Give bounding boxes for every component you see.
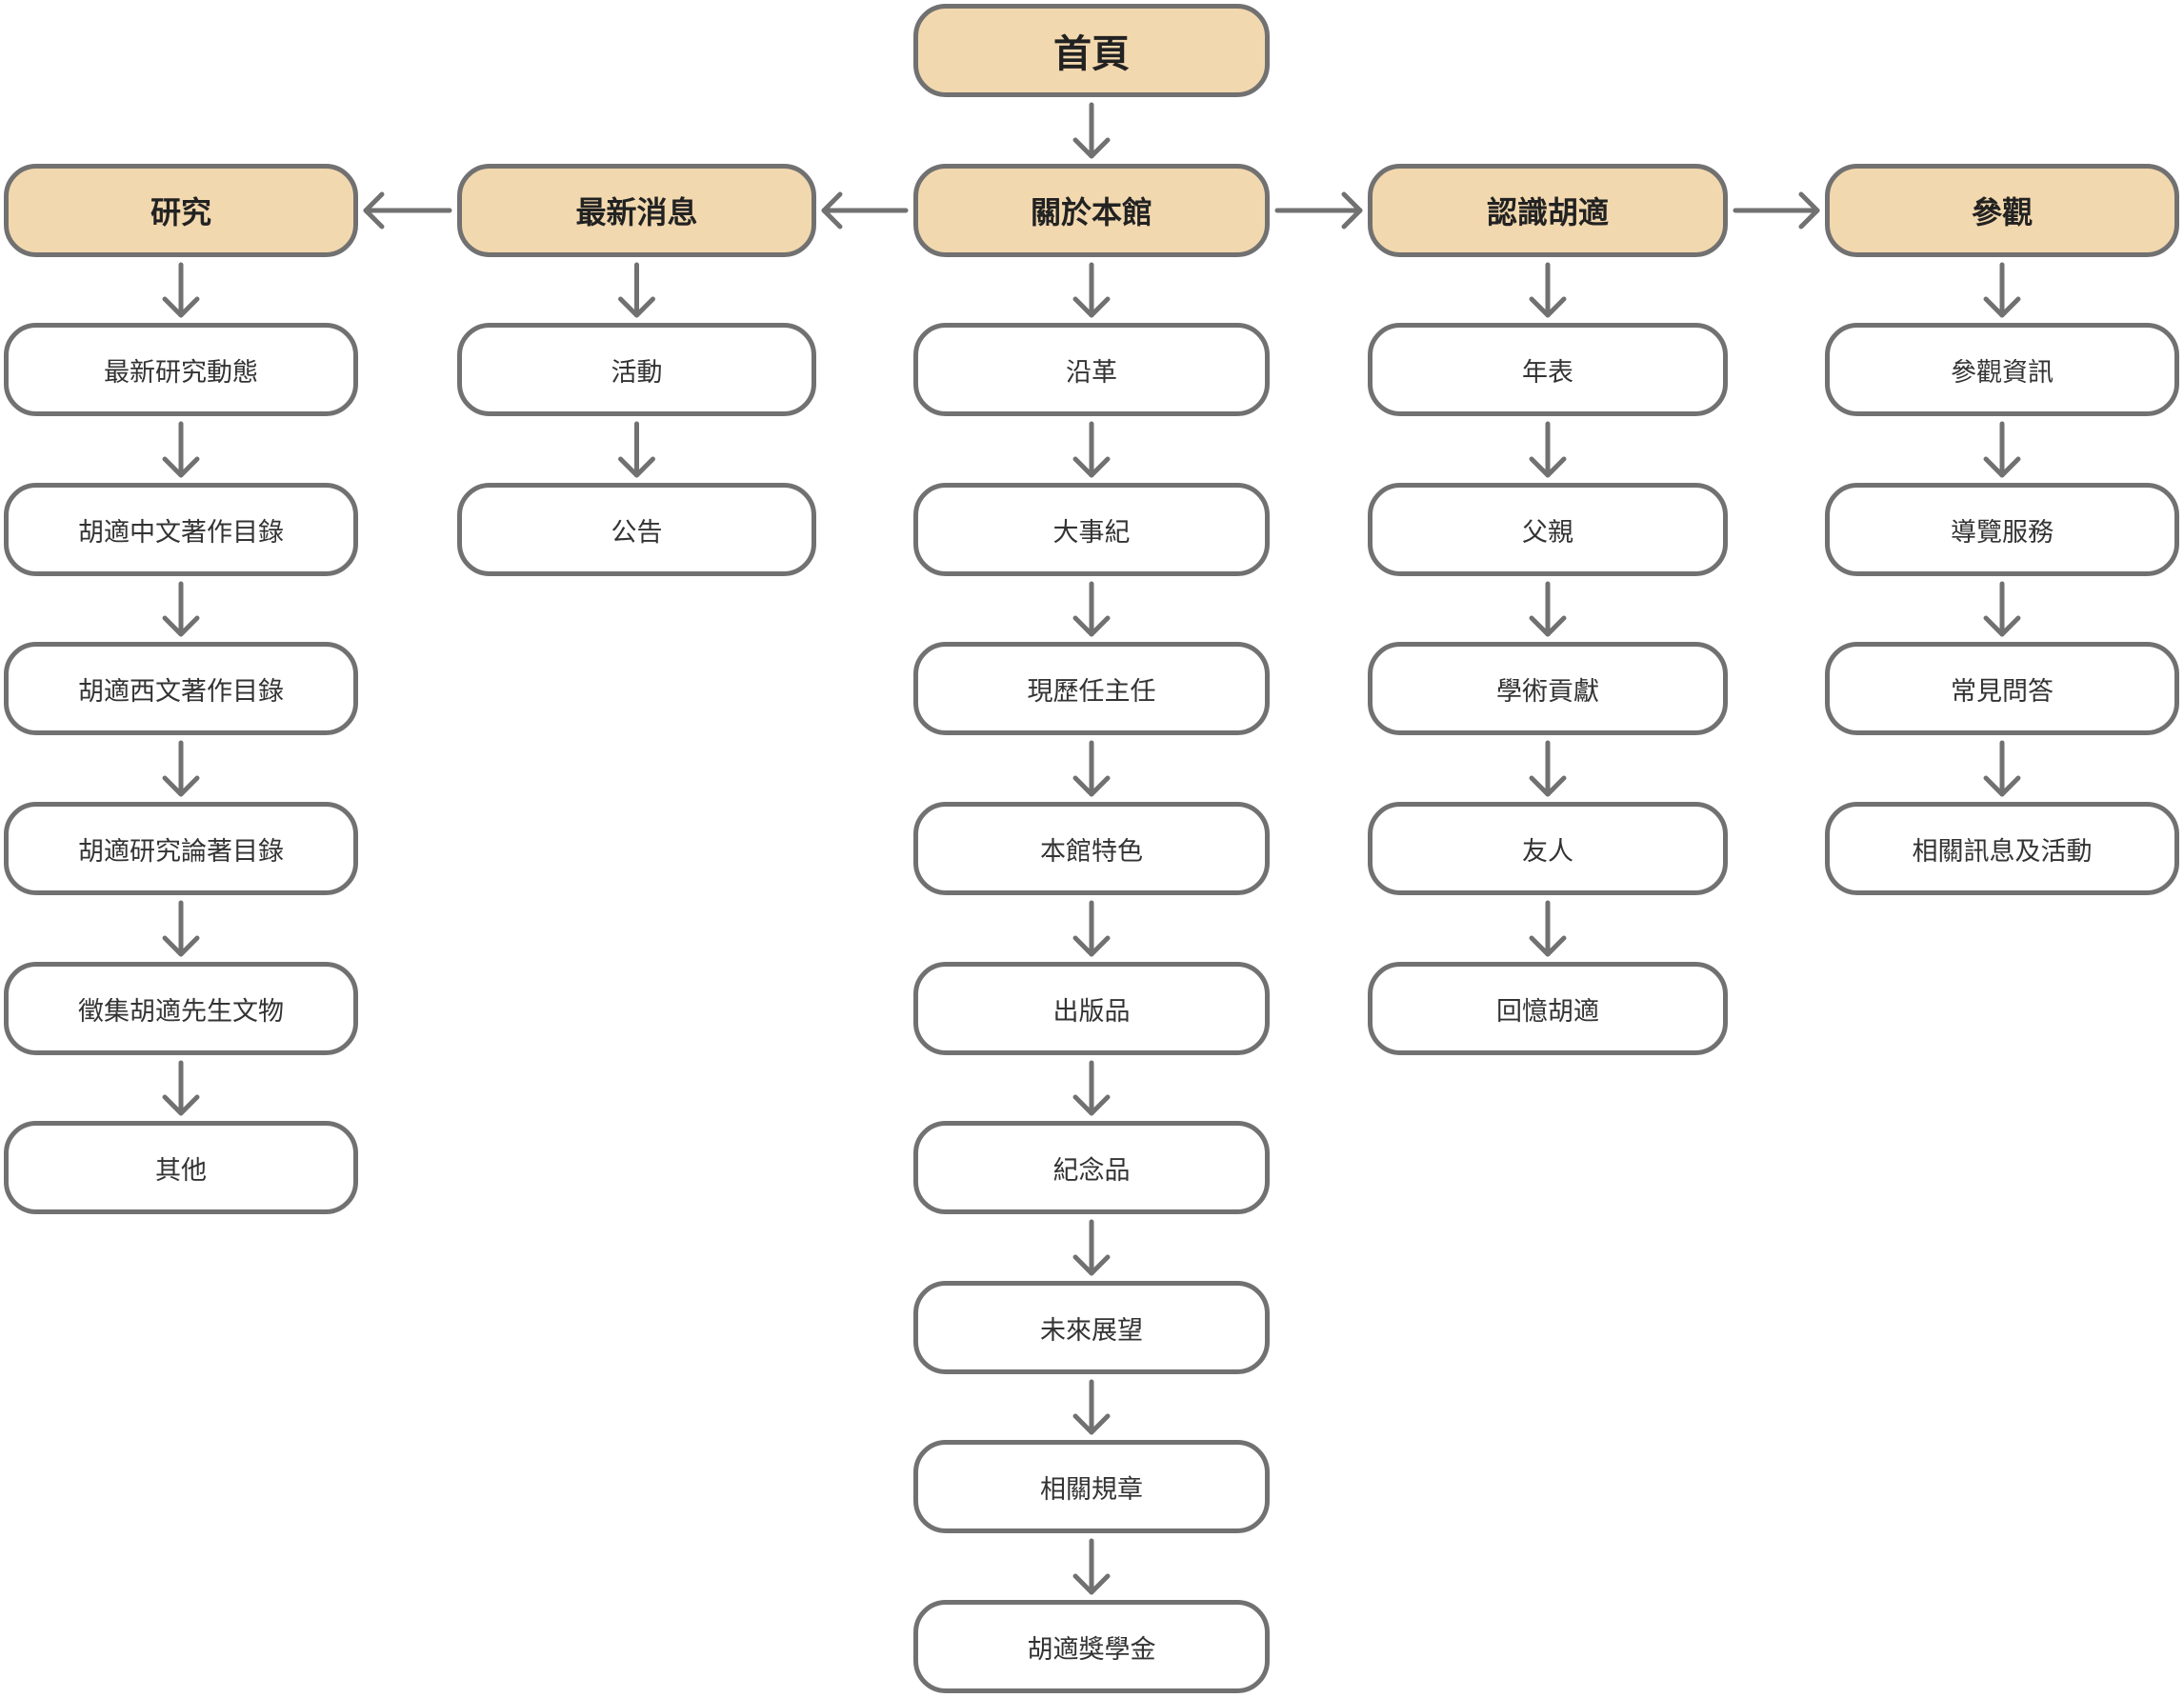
node-about-5[interactable]: 出版品: [913, 962, 1270, 1055]
arrow-about-4-to-about-5: [1072, 900, 1111, 957]
arrow-hushih-to-visit: [1733, 191, 1820, 230]
node-about-3[interactable]: 現歷任主任: [913, 642, 1270, 735]
node-research-3[interactable]: 胡適西文著作目錄: [4, 642, 358, 735]
arrow-hushih-3-to-hushih-4: [1529, 740, 1567, 797]
arrow-about-8-to-about-9: [1072, 1538, 1111, 1595]
arrow-hushih-1-to-hushih-2: [1529, 421, 1567, 478]
node-visit-4[interactable]: 相關訊息及活動: [1825, 802, 2179, 895]
node-about-8[interactable]: 相關規章: [913, 1440, 1270, 1533]
node-hushih-2[interactable]: 父親: [1368, 483, 1728, 576]
arrow-about-to-about-1: [1072, 262, 1111, 318]
node-about-1[interactable]: 沿革: [913, 323, 1270, 416]
node-research[interactable]: 研究: [4, 164, 358, 257]
node-research-4[interactable]: 胡適研究論著目錄: [4, 802, 358, 895]
arrow-hushih-to-hushih-1: [1529, 262, 1567, 318]
arrow-visit-to-visit-1: [1983, 262, 2021, 318]
node-about[interactable]: 關於本館: [913, 164, 1270, 257]
node-hushih[interactable]: 認識胡適: [1368, 164, 1728, 257]
arrow-visit-2-to-visit-3: [1983, 581, 2021, 637]
arrow-hushih-2-to-hushih-3: [1529, 581, 1567, 637]
node-home[interactable]: 首頁: [913, 4, 1270, 97]
node-news-1[interactable]: 活動: [457, 323, 816, 416]
node-about-4[interactable]: 本館特色: [913, 802, 1270, 895]
node-visit-1[interactable]: 參觀資訊: [1825, 323, 2179, 416]
arrow-research-2-to-research-3: [162, 581, 200, 637]
arrow-visit-3-to-visit-4: [1983, 740, 2021, 797]
node-visit-2[interactable]: 導覽服務: [1825, 483, 2179, 576]
arrow-visit-1-to-visit-2: [1983, 421, 2021, 478]
arrow-about-5-to-about-6: [1072, 1060, 1111, 1116]
arrow-news-to-research: [363, 191, 452, 230]
node-about-2[interactable]: 大事紀: [913, 483, 1270, 576]
arrow-about-to-news: [821, 191, 909, 230]
arrow-home-to-about: [1072, 102, 1111, 159]
node-hushih-4[interactable]: 友人: [1368, 802, 1728, 895]
node-hushih-3[interactable]: 學術貢獻: [1368, 642, 1728, 735]
node-hushih-5[interactable]: 回憶胡適: [1368, 962, 1728, 1055]
arrow-about-3-to-about-4: [1072, 740, 1111, 797]
node-research-6[interactable]: 其他: [4, 1121, 358, 1214]
node-visit-3[interactable]: 常見問答: [1825, 642, 2179, 735]
arrow-about-7-to-about-8: [1072, 1379, 1111, 1435]
node-news[interactable]: 最新消息: [457, 164, 816, 257]
arrow-research-4-to-research-5: [162, 900, 200, 957]
arrow-research-to-research-1: [162, 262, 200, 318]
node-news-2[interactable]: 公告: [457, 483, 816, 576]
arrow-about-to-hushih: [1274, 191, 1363, 230]
node-about-6[interactable]: 紀念品: [913, 1121, 1270, 1214]
arrow-research-1-to-research-2: [162, 421, 200, 478]
node-visit[interactable]: 參觀: [1825, 164, 2179, 257]
arrow-about-2-to-about-3: [1072, 581, 1111, 637]
arrow-about-6-to-about-7: [1072, 1219, 1111, 1276]
arrow-news-to-news-1: [618, 262, 655, 318]
node-research-2[interactable]: 胡適中文著作目錄: [4, 483, 358, 576]
node-research-1[interactable]: 最新研究動態: [4, 323, 358, 416]
node-research-5[interactable]: 徵集胡適先生文物: [4, 962, 358, 1055]
arrow-news-1-to-news-2: [618, 421, 655, 478]
arrow-about-1-to-about-2: [1072, 421, 1111, 478]
arrow-research-3-to-research-4: [162, 740, 200, 797]
arrow-research-5-to-research-6: [162, 1060, 200, 1116]
node-about-7[interactable]: 未來展望: [913, 1281, 1270, 1374]
node-about-9[interactable]: 胡適獎學金: [913, 1600, 1270, 1693]
node-hushih-1[interactable]: 年表: [1368, 323, 1728, 416]
arrow-hushih-4-to-hushih-5: [1529, 900, 1567, 957]
